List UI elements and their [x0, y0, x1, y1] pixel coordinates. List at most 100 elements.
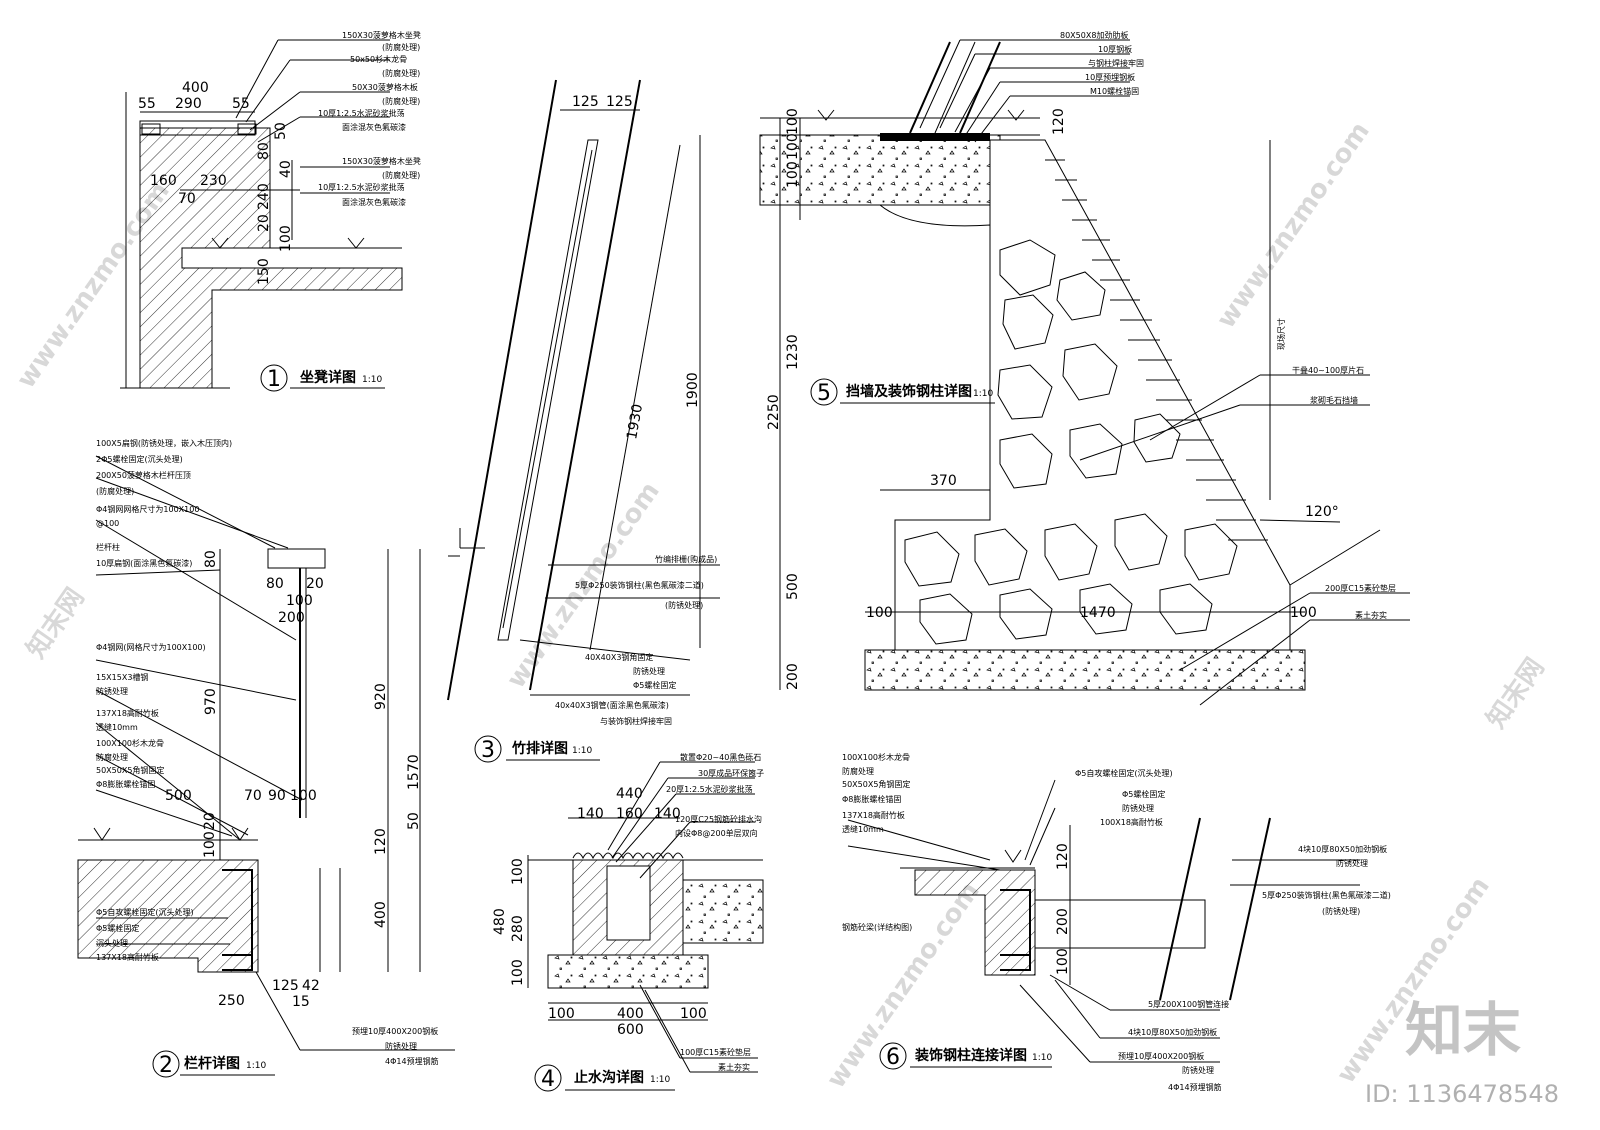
d2-dim-100a: 100: [290, 788, 317, 804]
d6-dim-100: 100: [1055, 948, 1071, 975]
d4-note-0: 散置Φ20~40黑色砾石: [680, 752, 761, 762]
d2-note-5: @100: [96, 519, 119, 528]
d6-dim-120: 120: [1055, 843, 1071, 870]
d6-note-right-0: 4块10厚80X50加劲钢板: [1298, 844, 1387, 854]
d2-note-11: 137X18高耐竹板: [96, 708, 159, 718]
d2-note-13: 100X100杉木龙骨: [96, 738, 164, 748]
d2-note-1: 2Φ5螺栓固定(沉头处理): [96, 454, 183, 464]
d5-dim-2250: 2250: [766, 394, 782, 430]
d1-dim-20: 20: [256, 214, 272, 232]
wm-site-4: www.znzmo.com: [1211, 117, 1376, 334]
d1-dim-40: 40: [278, 160, 294, 178]
d3-note-5: Φ5螺栓固定: [633, 680, 676, 690]
d5-note-5: 干叠40~100厚片石: [1292, 365, 1364, 375]
d1-dim-55a: 55: [138, 96, 156, 112]
d1-label-num: 1: [267, 367, 281, 392]
d1-dim-160: 160: [150, 173, 177, 189]
d5-note-8: 素土夯实: [1355, 610, 1387, 620]
d1-note-3: (防腐处理): [382, 68, 420, 78]
d2-dim-970: 970: [203, 688, 219, 715]
d5-dim-500: 500: [785, 573, 801, 600]
d2-note-bot-2: 沉头处理: [96, 938, 128, 948]
d2-label-num: 2: [159, 1053, 173, 1078]
d2-note-0: 100X5扁钢(防锈处理，嵌入木压顶内): [96, 438, 232, 448]
d4-dim-480: 480: [492, 908, 508, 935]
d4-leaders: [607, 761, 758, 1073]
d1-note-10: 10厚1:2.5水泥砂浆批荡: [318, 182, 405, 192]
d3-dim-1900: 1900: [685, 372, 701, 408]
d4-dim-100d: 100: [680, 1006, 707, 1022]
d6-label-title: 装饰钢柱连接详图: [914, 1047, 1027, 1064]
d6-note-right-1: 防锈处理: [1336, 858, 1368, 868]
d2-note-4: Φ4钢网网格尺寸为100X100: [96, 504, 199, 514]
d1-label-title: 坐凳详图: [300, 369, 356, 386]
d6-note-bot-0: 5厚200X100钢管连接: [1148, 999, 1229, 1009]
d5-dim-100d: 100: [866, 605, 893, 621]
d4-label-num: 4: [541, 1067, 555, 1092]
d6-note-mid-0: Φ5自攻螺栓固定(沉头处理): [1075, 768, 1173, 778]
d1-note-6: 10厚1:2.5水泥砂浆批荡: [318, 108, 405, 118]
d4-dim-400: 400: [617, 1006, 644, 1022]
d3-note-1: 5厚Φ250装饰钢柱(黑色氟碳漆二道): [575, 580, 704, 590]
d4-dim-140b: 140: [654, 806, 681, 822]
d2-dim-1570: 1570: [406, 754, 422, 790]
d1-dim-80: 80: [256, 142, 272, 160]
d2-dim-90: 90: [268, 788, 286, 804]
d2-note-14: 防腐处理: [96, 752, 128, 762]
d4-label-title: 止水沟详图: [574, 1069, 644, 1086]
d2-note-16: Φ8膨胀螺栓锚固: [96, 779, 155, 789]
d3-label-scale: 1:10: [572, 746, 592, 756]
detail-5-retaining-wall: 100 100 100 120 1230 2250 370 500 200 10…: [759, 30, 1410, 706]
d2-note-9: 15X15X3槽钢: [96, 672, 148, 682]
d4-label-scale: 1:10: [650, 1075, 670, 1085]
d6-note-left-4: 137X18高耐竹板: [842, 810, 905, 820]
d6-note-bot-2: 预埋10厚400X200钢板: [1118, 1051, 1204, 1061]
detail-4-drain: 440 140 160 140 100 280 480 100 100 400 …: [492, 752, 764, 1092]
detail-1-bench: 400 55 290 55 50 80 160 230 70 40 240 20…: [120, 30, 421, 392]
d3-note-6: 40x40X3钢管(面涂黑色氟碳漆): [555, 700, 669, 710]
d1-note-4: 50X30菠萝格木板: [352, 82, 418, 92]
d2-note-right-0: 预埋10厚400X200钢板: [352, 1026, 438, 1036]
d2-dim-80b: 80: [266, 576, 284, 592]
d5-note-6: 浆砌毛石挡墙: [1310, 395, 1358, 405]
d2-dim-42: 42: [302, 978, 320, 994]
d4-note-6: 素土夯实: [718, 1062, 750, 1072]
d4-note-3: 120厚C25钢筋砼排水沟: [675, 814, 762, 824]
d5-note-7: 200厚C15素砼垫层: [1325, 583, 1396, 593]
d2-note-15: 50X50X5角钢固定: [96, 765, 164, 775]
d5-dim-120: 120: [1051, 108, 1067, 135]
d4-dim-140a: 140: [577, 806, 604, 822]
d2-note-right-2: 4Φ14预埋钢筋: [385, 1056, 439, 1066]
d2-dim-400: 400: [373, 901, 389, 928]
d6-note-left-2: 50X50X5角钢固定: [842, 779, 910, 789]
d2-dim-50: 50: [406, 812, 422, 830]
d6-note-left-3: Φ8膨胀螺栓锚固: [842, 794, 901, 804]
d2-note-bot-1: Φ5螺栓固定: [96, 923, 139, 933]
d2-note-10: 防锈处理: [96, 686, 128, 696]
d5-note-4: M10螺栓锚固: [1090, 86, 1139, 96]
d3-leaders: [519, 564, 720, 696]
d1-note-7: 面涂混灰色氟碳漆: [342, 122, 406, 132]
image-id-label: ID: 1136478548: [1365, 1080, 1559, 1108]
d5-dim-370: 370: [930, 473, 957, 489]
wm-site-cn-1: 知末网: [21, 583, 90, 664]
d4-dim-100a: 100: [510, 858, 526, 885]
d2-note-bot-0: Φ5自攻螺栓固定(沉头处理): [96, 907, 194, 917]
d3-label-num: 3: [481, 738, 495, 763]
d1-dim-150: 150: [256, 258, 272, 285]
d5-label-title: 挡墙及装饰钢柱详图: [846, 383, 972, 400]
d2-note-3: (防腐处理): [96, 486, 134, 496]
d3-dim-1930: 1930: [624, 403, 646, 441]
d3-note-7: 与装饰钢柱焊接牢固: [600, 716, 672, 726]
d5-note-0: 80X50X8加劲肋板: [1060, 30, 1128, 40]
d3-label-title: 竹排详图: [511, 740, 568, 757]
d6-note-right-2: 5厚Φ250装饰钢柱(黑色氟碳漆二道): [1262, 890, 1391, 900]
d1-dim-400: 400: [182, 80, 209, 96]
d4-note-5: 100厚C15素砼垫层: [680, 1047, 751, 1057]
d2-dim-100b: 100: [202, 831, 218, 858]
d6-note-bot-3: 防锈处理: [1182, 1065, 1214, 1075]
d2-label-title: 栏杆详图: [184, 1055, 240, 1072]
d6-label-scale: 1:10: [1032, 1053, 1052, 1063]
d1-note-11: 面涂混灰色氟碳漆: [342, 197, 406, 207]
d4-dim-440: 440: [616, 786, 643, 802]
